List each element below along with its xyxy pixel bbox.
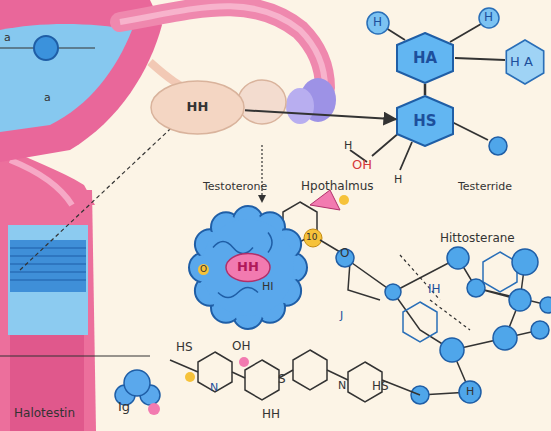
- cluster-lobe: [124, 370, 150, 396]
- atom-sphere: [447, 247, 469, 269]
- name-label: Hittosterane: [440, 232, 515, 244]
- atom-label: H: [394, 174, 402, 185]
- atom-label: O: [198, 264, 209, 275]
- hexagon-outline: [397, 96, 453, 146]
- node-texts: HA: [396, 32, 454, 84]
- brain-core: [202, 219, 294, 316]
- yellow-atom: [339, 195, 349, 205]
- dashed-leader: [20, 116, 184, 270]
- atom-sphere: [531, 321, 549, 339]
- bond-connector: [424, 84, 427, 95]
- ring-hexagon: [245, 360, 279, 400]
- atom-label: HS: [176, 341, 193, 353]
- node-text: HA: [413, 50, 437, 67]
- bond-lines: [350, 24, 505, 170]
- ovary-shape: HH: [150, 80, 245, 135]
- vagina-wall: [0, 190, 96, 431]
- ring-hexagon: [293, 350, 327, 390]
- atom-label: O: [340, 247, 349, 259]
- canal-ridges: [10, 248, 86, 280]
- atom-sphere: [440, 338, 464, 362]
- atom-sphere: [385, 284, 401, 300]
- atom-sphere: [479, 8, 499, 28]
- name-label: Ig: [118, 400, 130, 413]
- atom-label: H: [466, 386, 474, 397]
- atom-label: HS: [372, 380, 389, 392]
- atom-label: H A: [510, 55, 533, 68]
- canal-band: [10, 240, 86, 292]
- atom-sphere: [489, 137, 507, 155]
- pink-atom: [148, 403, 160, 415]
- vagina-canal: [8, 225, 88, 335]
- blue-sphere: [34, 36, 58, 60]
- ring-hexagon: HS: [396, 95, 454, 147]
- atom-label: H: [373, 16, 382, 28]
- node-texts: HS: [396, 95, 454, 147]
- pink-blob: [226, 254, 270, 282]
- atom-sphere: [467, 279, 485, 297]
- atom-sphere: [512, 249, 538, 275]
- atom-spheres: [336, 247, 551, 404]
- atom-sphere: [459, 381, 481, 403]
- atom-label: HI: [262, 281, 274, 292]
- atom-label: S: [278, 373, 286, 385]
- atom-label: H: [344, 140, 352, 151]
- node-texts: HH: [150, 80, 245, 135]
- ring-hexagon: HA: [396, 32, 454, 84]
- bond-lines: [320, 240, 380, 300]
- fallopian-tube: [120, 6, 325, 88]
- arrow-connector: [245, 110, 396, 119]
- pink-atom: [239, 357, 249, 367]
- atom-label: N: [210, 382, 218, 393]
- name-label: Testoterone: [203, 181, 267, 192]
- ring-hexagon: [198, 352, 232, 392]
- atom-sphere: [540, 297, 551, 313]
- atom-sphere: [367, 12, 389, 34]
- callout-number: 10: [306, 233, 317, 242]
- name-label: Halotestin: [14, 407, 75, 419]
- node-text: HH: [187, 100, 209, 114]
- node-text: HS: [413, 113, 436, 130]
- atom-label: J: [340, 310, 343, 321]
- atom-sphere: [493, 326, 517, 350]
- node-text: HH: [237, 260, 259, 274]
- vagina-lower: [10, 335, 84, 431]
- leader-head: [258, 195, 266, 203]
- name-label: Testerride: [458, 181, 512, 192]
- leader-line: [0, 355, 150, 356]
- letter-label: a: [44, 92, 51, 103]
- brain-lobes: [189, 206, 307, 329]
- cervix-highlight: [10, 160, 72, 205]
- atom-sphere: [509, 289, 531, 311]
- atom-label: OH: [232, 340, 250, 352]
- tube-highlight: [120, 6, 325, 88]
- yellow-atom: [185, 372, 195, 382]
- uterus-cavity: [0, 24, 132, 132]
- yellow-atom: [304, 229, 322, 247]
- pink-cone: [310, 190, 340, 210]
- atom-label: H: [484, 11, 493, 23]
- ring-hexagon: [403, 302, 437, 342]
- name-label: Hpothalmus: [301, 180, 374, 192]
- ovary-outline: [151, 81, 244, 134]
- ring-hexagon: [506, 40, 543, 84]
- fimbriae: [286, 88, 314, 124]
- letter-label: a: [4, 32, 11, 43]
- atom-label: HH: [262, 408, 280, 420]
- atom-label: OH: [352, 158, 372, 171]
- hexagon-outline: [397, 33, 453, 83]
- atom-label: IH: [428, 283, 441, 295]
- atom-label: N: [338, 380, 346, 391]
- ovary-lobe: [238, 80, 286, 124]
